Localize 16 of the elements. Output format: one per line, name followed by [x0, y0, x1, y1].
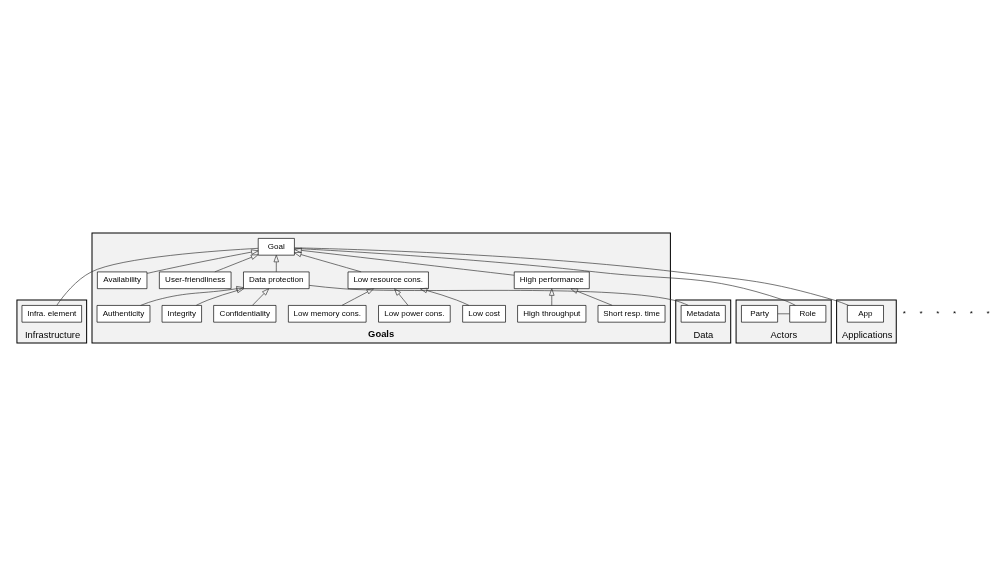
connector [308, 285, 689, 306]
connector [56, 248, 259, 306]
arrow [140, 286, 244, 306]
arrow [294, 247, 515, 276]
arrow [146, 249, 259, 274]
arrow [252, 288, 270, 306]
arrow [341, 288, 374, 306]
connector [777, 313, 790, 315]
arrow [273, 254, 279, 273]
arrow [195, 287, 245, 306]
arrow [419, 287, 470, 306]
arrow [549, 288, 555, 306]
arrow [570, 288, 613, 306]
arrow [294, 251, 362, 273]
arrow [394, 288, 409, 306]
arrow [214, 254, 259, 273]
